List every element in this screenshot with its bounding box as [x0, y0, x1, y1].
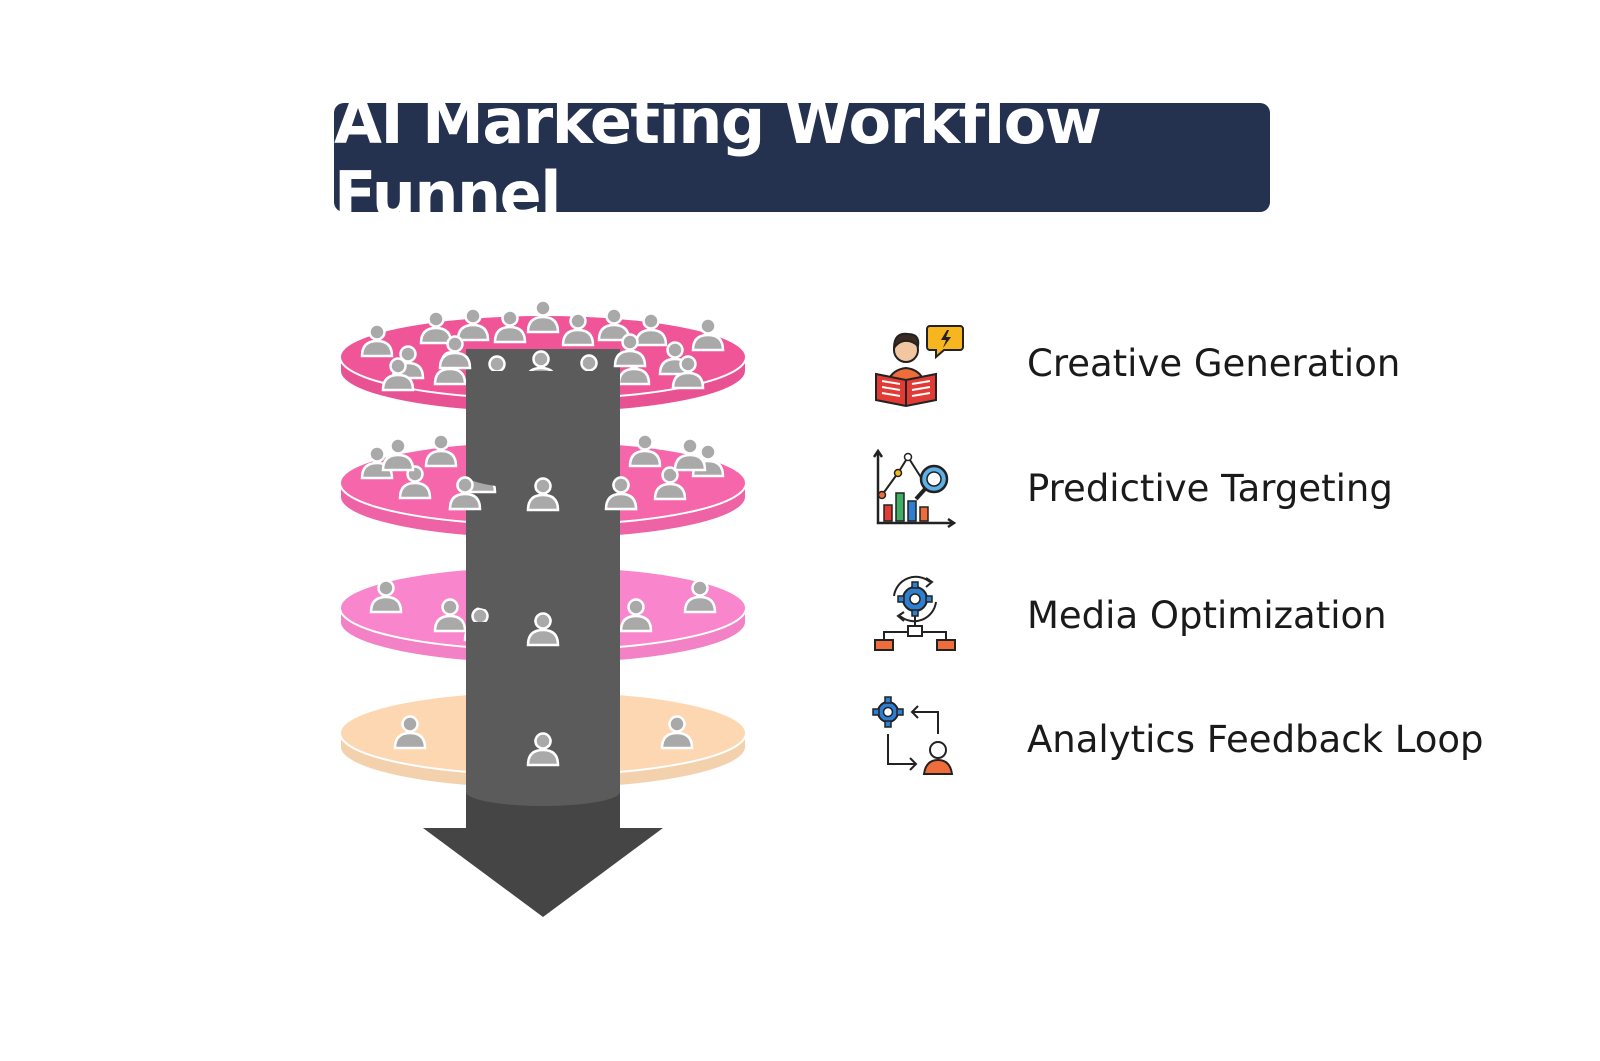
reading-person-icon — [875, 325, 964, 408]
title-banner: AI Marketing Workflow Funnel — [334, 85, 1270, 231]
analytics-search-icon — [872, 448, 957, 529]
person-icon — [381, 437, 415, 472]
person-icon — [683, 579, 717, 614]
funnel-arrow — [423, 790, 663, 917]
legend-item-predictive-targeting: Predictive Targeting — [870, 443, 1470, 533]
gear-network-icon — [874, 575, 956, 651]
person-icon — [448, 476, 482, 511]
person-icon — [360, 323, 394, 358]
page-title: AI Marketing Workflow Funnel — [334, 84, 1102, 231]
person-icon — [526, 612, 560, 647]
person-icon — [393, 715, 427, 750]
person-icon — [381, 357, 415, 392]
person-icon — [671, 355, 705, 390]
person-icon — [653, 466, 687, 501]
person-icon — [613, 333, 647, 368]
legend-label: Analytics Feedback Loop — [1027, 717, 1484, 761]
person-icon — [398, 465, 432, 500]
person-icon — [526, 477, 560, 512]
person-icon — [424, 433, 458, 468]
person-icon — [673, 437, 707, 472]
person-icon — [628, 433, 662, 468]
person-icon — [619, 598, 653, 633]
person-icon — [634, 312, 668, 347]
person-icon — [419, 310, 453, 345]
legend-label: Media Optimization — [1027, 593, 1387, 637]
person-icon — [604, 476, 638, 511]
legend-item-media-optimization: Media Optimization — [870, 570, 1470, 660]
person-icon — [493, 309, 527, 344]
person-icon — [369, 579, 403, 614]
person-icon — [561, 312, 595, 347]
person-icon — [526, 299, 560, 334]
person-icon — [526, 732, 560, 767]
person-icon — [438, 335, 472, 370]
legend-label: Creative Generation — [1027, 341, 1401, 385]
legend-label: Predictive Targeting — [1027, 466, 1393, 510]
feedback-loop-icon — [872, 696, 954, 775]
funnel-core-column — [466, 622, 620, 739]
funnel-core-column — [466, 497, 620, 614]
person-icon — [660, 715, 694, 750]
funnel-core-column — [466, 371, 620, 489]
person-icon — [433, 598, 467, 633]
legend-item-creative-generation: Creative Generation — [870, 318, 1470, 408]
funnel-core-column — [466, 747, 620, 806]
funnel-diagram — [339, 299, 747, 917]
legend-item-analytics-feedback-loop: Analytics Feedback Loop — [870, 694, 1483, 784]
person-icon — [691, 317, 725, 352]
person-icon — [456, 307, 490, 342]
